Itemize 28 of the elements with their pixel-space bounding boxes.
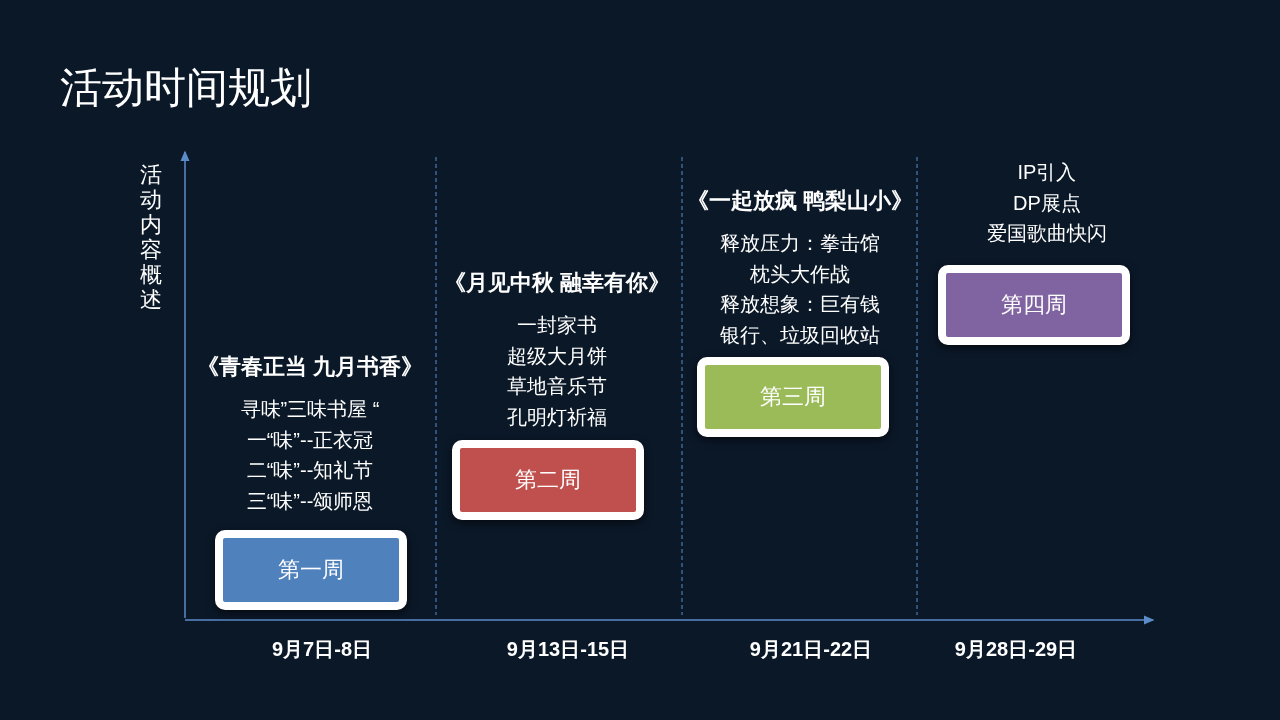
event-title: 《月见中秋 融幸有你》 <box>442 269 672 297</box>
week-box: 第三周 <box>697 357 889 437</box>
activity-item: 草地音乐节 <box>506 374 608 399</box>
activity-item: 银行、垃圾回收站 <box>719 322 881 348</box>
event-title: 《一起放疯 鸭梨山小》 <box>685 187 915 215</box>
activity-item: 寻味”三味书屋 “ <box>239 397 381 422</box>
date-label: 9月13日-15日 <box>505 637 631 662</box>
activity-item: 枕头大作战 <box>749 261 851 287</box>
event-title: 《青春正当 九月书香》 <box>195 353 425 381</box>
activity-item: 释放压力：拳击馆 <box>719 231 881 256</box>
week-box: 第二周 <box>452 440 644 520</box>
activity-item: 释放想象：巨有钱 <box>719 292 881 317</box>
date-label: 9月28日-29日 <box>953 637 1079 662</box>
slide-title: 活动时间规划 <box>60 63 312 113</box>
axis-label: 活动内容概述 <box>139 162 163 312</box>
activity-item: 三“味”--颂师恩 <box>245 488 375 514</box>
activity-item: 爱国歌曲快闪 <box>986 221 1108 246</box>
activity-item: DP展点 <box>1012 190 1082 216</box>
date-label: 9月7日-8日 <box>271 637 373 662</box>
activity-item: IP引入 <box>1016 160 1078 185</box>
activity-item: 一“味”--正衣冠 <box>245 427 375 453</box>
week-box: 第一周 <box>215 530 407 610</box>
activity-item: 超级大月饼 <box>506 343 608 369</box>
activity-item: 孔明灯祈福 <box>506 404 608 430</box>
week-box: 第四周 <box>938 265 1130 345</box>
activity-item: 一封家书 <box>516 313 598 338</box>
activity-item: 二“味”--知礼节 <box>245 458 375 483</box>
date-label: 9月21日-22日 <box>748 637 874 662</box>
